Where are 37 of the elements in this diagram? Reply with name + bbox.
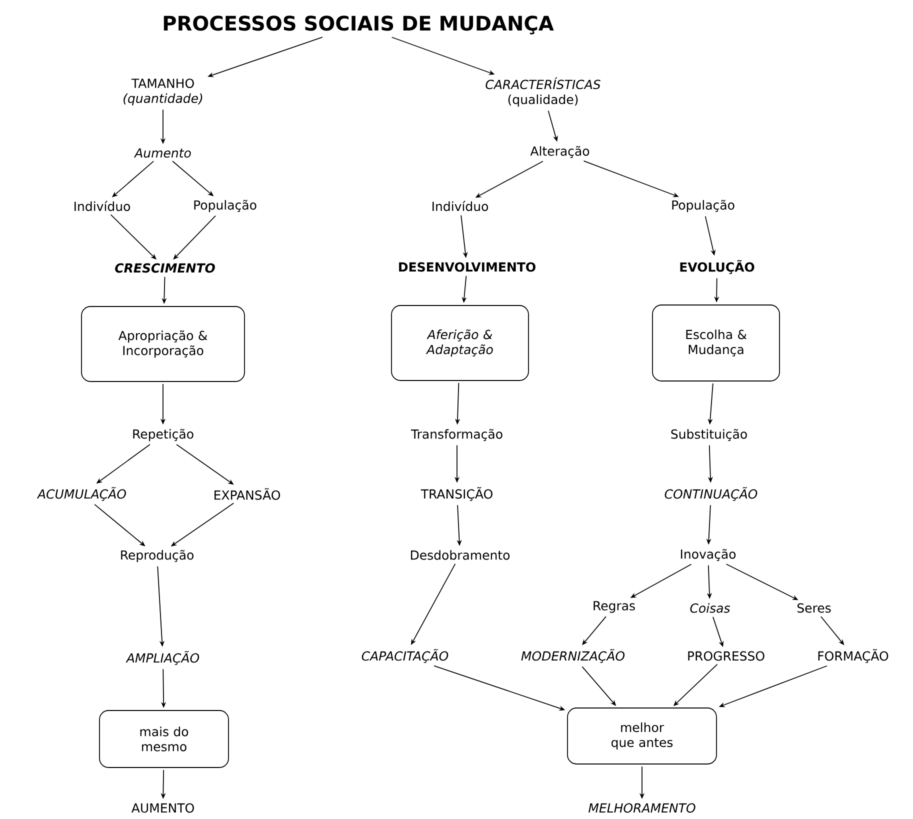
concept-label: MELHORAMENTO [588, 803, 696, 813]
rounded-box: Apropriação & Incorporação [81, 306, 245, 382]
concept-label: Transformação [410, 428, 502, 442]
concept-label: Coisas [690, 603, 730, 613]
concept-label: DESENVOLVIMENTO [399, 262, 536, 272]
concept-label: TAMANHO (quantidade) [124, 78, 202, 106]
rounded-box: Escolha & Mudança [652, 304, 780, 382]
concept-label: EVOLUÇÃO [680, 260, 754, 274]
concept-label: FORMAÇÃO [818, 649, 888, 663]
title: PROCESSOS SOCIAIS DE MUDANÇA [164, 16, 554, 34]
concept-label: AMPLIAÇÃO [126, 651, 200, 665]
concept-label: Indivíduo [74, 200, 130, 212]
concept-label: EXPANSÃO [214, 488, 280, 500]
concept-label: AUMENTO [132, 803, 194, 813]
concept-label: População [672, 200, 734, 212]
rounded-box: mais do mesmo [99, 710, 229, 768]
concept-label: CONTINUAÇÃO [664, 487, 758, 501]
concept-label: CARACTERÍSTICAS (qualidade) [486, 77, 600, 107]
concept-label: Reprodução [121, 550, 194, 562]
concept-label: TRANSIÇÃO [420, 487, 492, 501]
concept-label: CRESCIMENTO [115, 263, 215, 273]
rounded-box: Aferição & Adaptação [391, 305, 529, 381]
concept-label: CAPACITAÇÃO [362, 649, 448, 663]
concept-label: Desdobramento [411, 550, 510, 560]
concept-label: Regras [594, 601, 635, 613]
concept-label: ACUMULAÇÃO [36, 487, 126, 501]
rounded-box: melhor que antes [567, 708, 717, 764]
concept-label: Inovação [680, 548, 736, 562]
concept-label: PROGRESSO [688, 651, 764, 661]
concept-label: Alteração [530, 146, 590, 158]
concept-label: Repetição [133, 428, 194, 442]
concept-label: População [194, 200, 256, 212]
concept-label: Aumento [134, 148, 191, 158]
concept-label: Seres [798, 603, 831, 613]
concept-label: Substituição [671, 428, 747, 442]
concept-label: MODERNIZAÇÃO [521, 649, 625, 663]
concept-label: Indivíduo [432, 200, 488, 212]
